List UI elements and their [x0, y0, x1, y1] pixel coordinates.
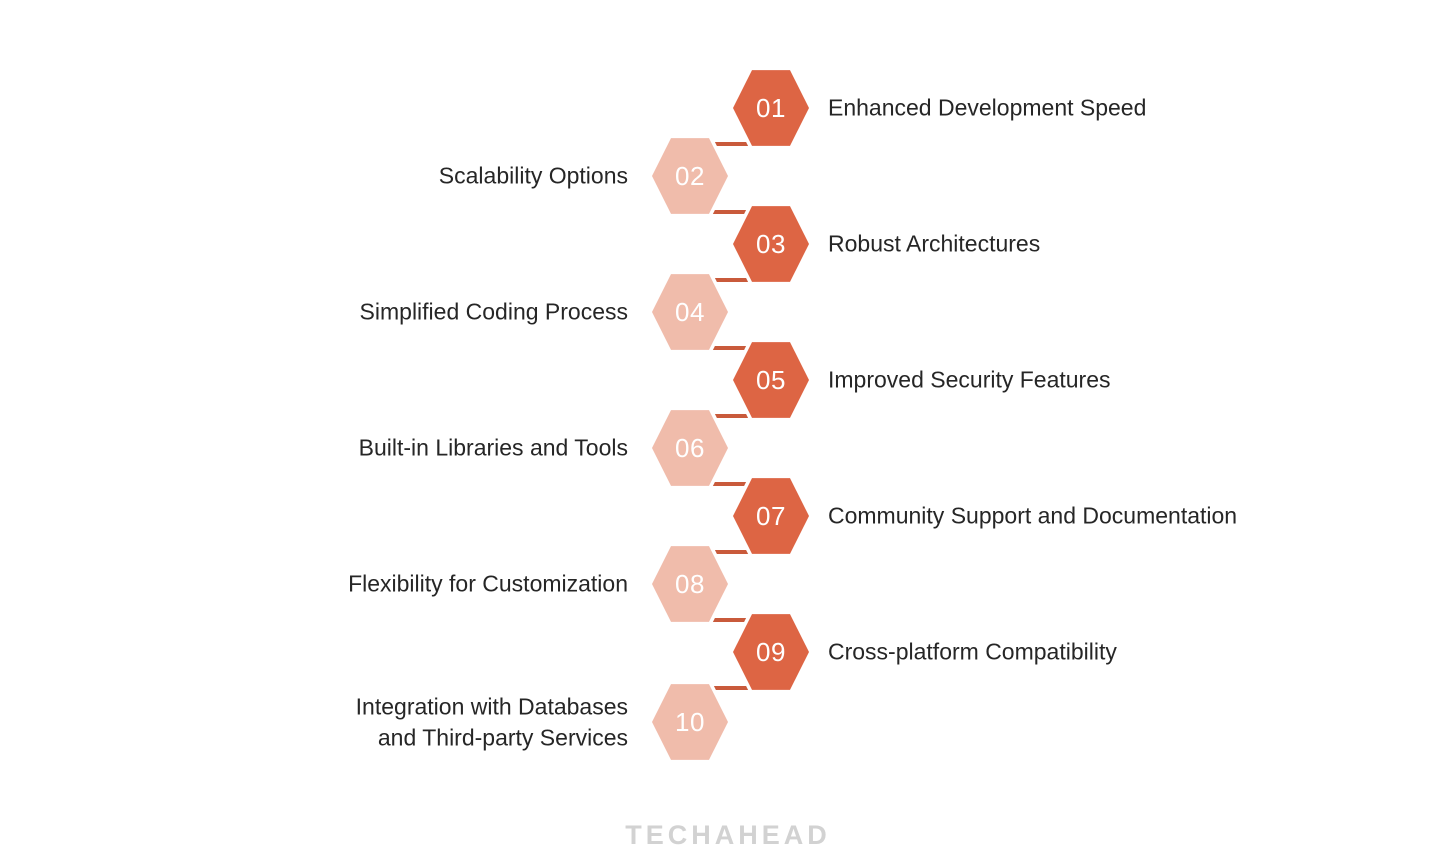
hexagon-fill: 08 [652, 546, 728, 622]
step-label-06: Built-in Libraries and Tools [358, 434, 628, 461]
watermark-techahead: TECHAHEAD [625, 820, 831, 850]
connector-segment-dark [694, 414, 792, 418]
step-label-04: Simplified Coding Process [359, 298, 628, 325]
hexagon-badge-09[interactable]: 09 [729, 609, 813, 695]
hexagon-number-05: 05 [756, 365, 786, 395]
connector-segment-dark [694, 142, 792, 146]
hexagon-number-02: 02 [675, 161, 705, 191]
hexagon-number-09: 09 [756, 637, 786, 667]
connector-segment-dark [672, 210, 770, 214]
hexagon-badge-06[interactable]: 06 [648, 405, 732, 491]
hexagon-fill: 01 [733, 70, 809, 146]
hexagon-badge-02[interactable]: 02 [648, 133, 732, 219]
connector-03-to-04 [672, 278, 792, 282]
step-label-09: Cross-platform Compatibility [828, 638, 1117, 665]
connector-segment-dark [694, 686, 792, 690]
hexagon-badge-05[interactable]: 05 [729, 337, 813, 423]
hexagon-badge-03[interactable]: 03 [729, 201, 813, 287]
hexagon-number-07: 07 [756, 501, 786, 531]
connector-segment-dark [694, 550, 792, 554]
step-label-02: Scalability Options [438, 162, 628, 189]
hexagon-fill: 10 [652, 684, 728, 760]
connector-05-to-06 [672, 414, 792, 418]
hexagon-fill: 05 [733, 342, 809, 418]
connector-09-to-10 [672, 686, 792, 690]
step-label-01: Enhanced Development Speed [828, 94, 1147, 121]
hexagon-badge-01[interactable]: 01 [729, 65, 813, 151]
hexagon-number-10: 10 [675, 707, 705, 737]
connector-segment-dark [672, 346, 770, 350]
hexagon-fill: 07 [733, 478, 809, 554]
connector-02-to-03 [672, 210, 792, 214]
hexagon-number-06: 06 [675, 433, 705, 463]
hexagon-fill: 04 [652, 274, 728, 350]
step-label-05: Improved Security Features [828, 366, 1111, 393]
hexagon-badge-07[interactable]: 07 [729, 473, 813, 559]
step-label-03: Robust Architectures [828, 230, 1041, 257]
hexagon-number-04: 04 [675, 297, 705, 327]
connector-segment-dark [672, 482, 770, 486]
hexagon-badge-10[interactable]: 10 [648, 679, 732, 765]
connector-segment-dark [694, 278, 792, 282]
connector-07-to-08 [672, 550, 792, 554]
hexagon-number-03: 03 [756, 229, 786, 259]
hexagon-fill: 06 [652, 410, 728, 486]
step-label-10: Integration with Databases and Third-par… [355, 693, 628, 750]
hexagon-number-08: 08 [675, 569, 705, 599]
hexagon-fill: 02 [652, 138, 728, 214]
hexagon-number-01: 01 [756, 93, 786, 123]
connector-01-to-02 [672, 142, 792, 146]
hexagon-badge-04[interactable]: 04 [648, 269, 732, 355]
hexagon-fill: 03 [733, 206, 809, 282]
hexagon-badge-08[interactable]: 08 [648, 541, 732, 627]
connector-segment-dark [672, 618, 770, 622]
step-label-08: Flexibility for Customization [348, 570, 628, 597]
connector-08-to-09 [672, 618, 792, 622]
connector-06-to-07 [672, 482, 792, 486]
hexagon-fill: 09 [733, 614, 809, 690]
step-label-07: Community Support and Documentation [828, 502, 1238, 529]
connector-04-to-05 [672, 346, 792, 350]
